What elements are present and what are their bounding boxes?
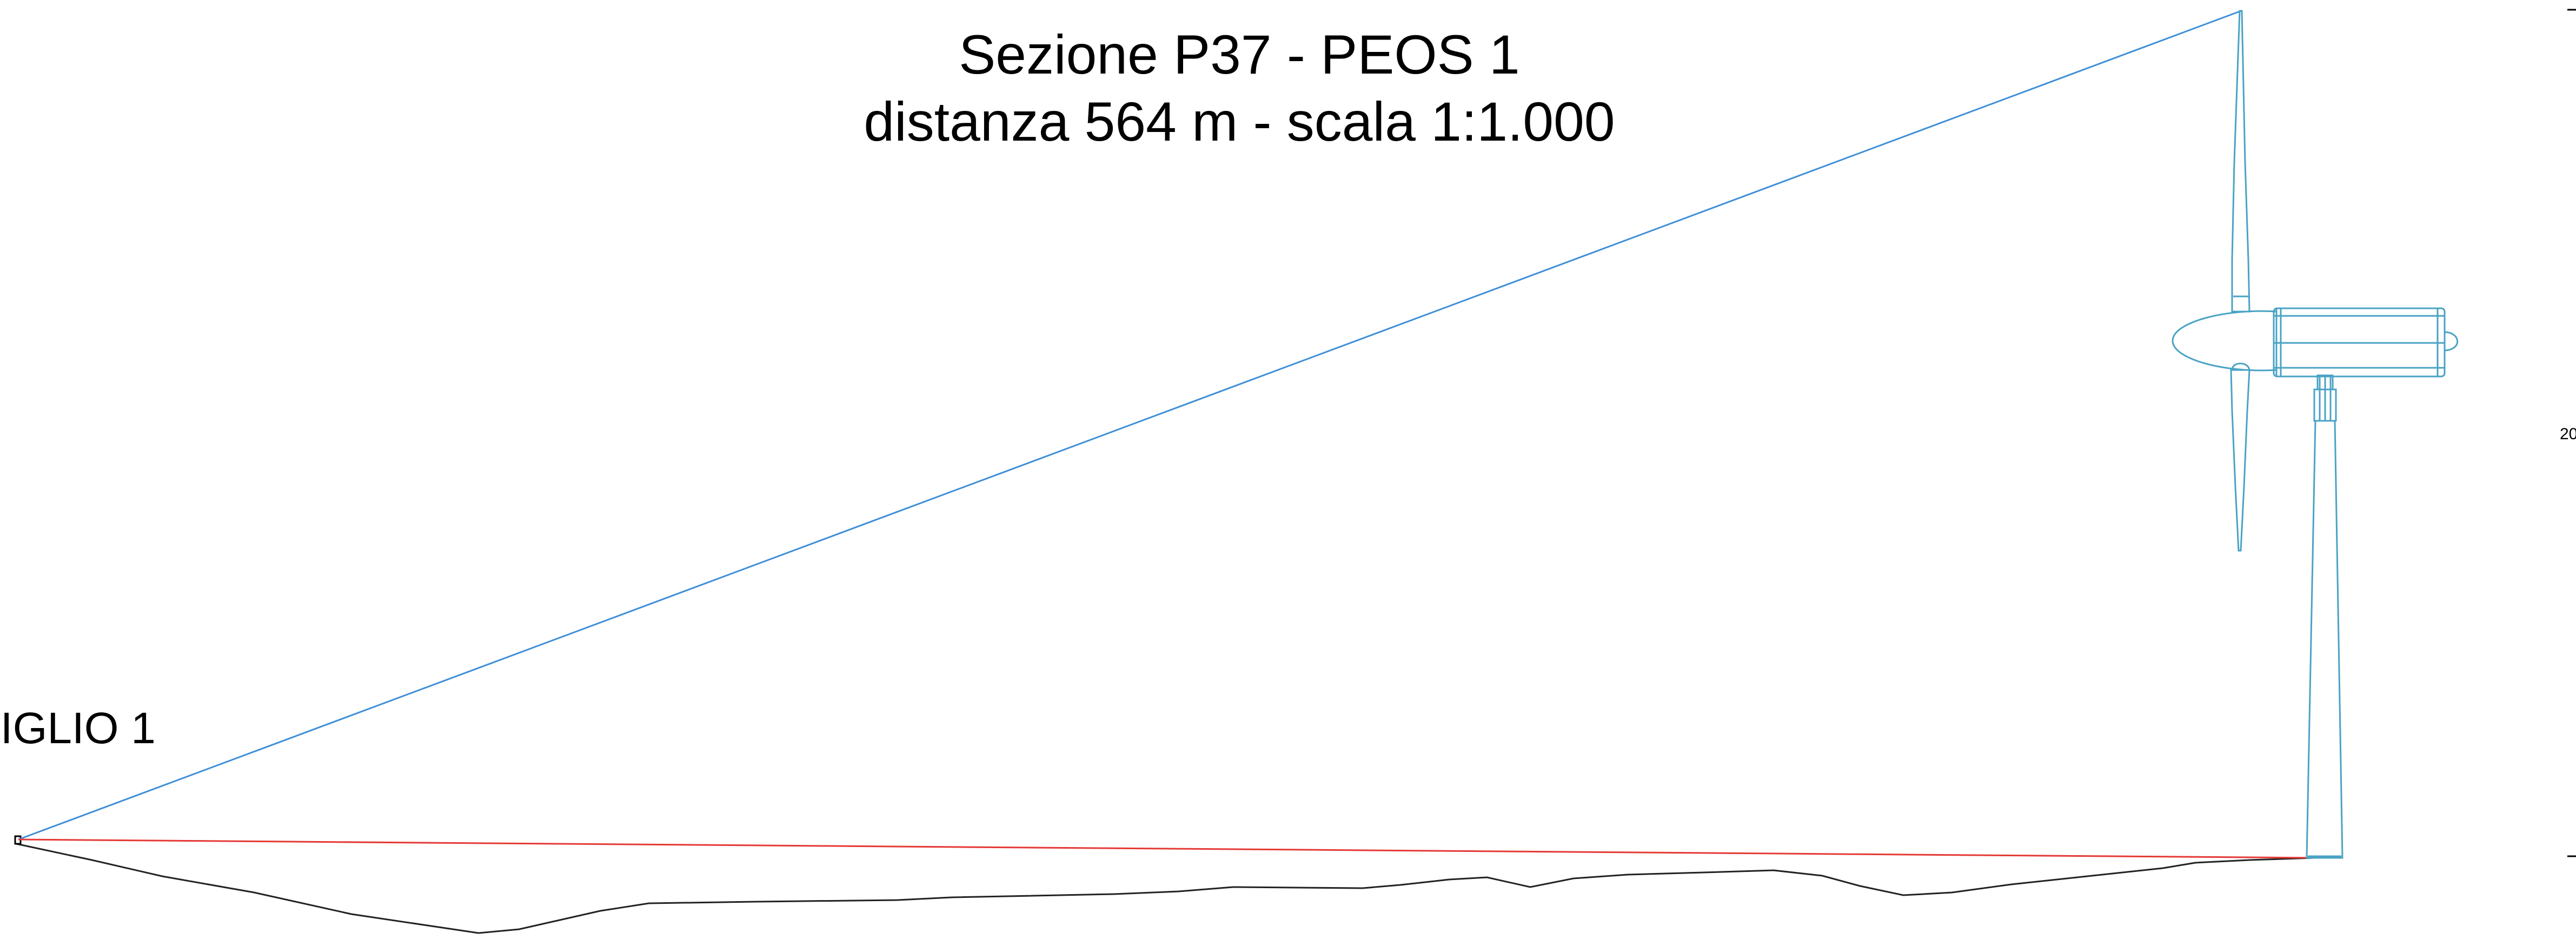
scale-tick-label: 20 [2560, 425, 2576, 443]
sight-line-to-base [18, 838, 2315, 859]
terrain-profile [16, 843, 2339, 934]
turbine-spinner [2172, 310, 2278, 372]
turbine-blade-lower [2230, 369, 2250, 552]
wind-turbine [2172, 10, 2459, 859]
observer-point-label: IIGLIO 1 [0, 704, 156, 753]
turbine-tower [2306, 420, 2343, 859]
turbine-blade-upper [2231, 10, 2250, 313]
section-subtitle: distanza 564 m - scala 1:1.000 [864, 91, 1615, 153]
turbine-rear-cap [2444, 331, 2459, 352]
sight-line-to-tip [18, 10, 2242, 841]
scale-ruler [2567, 9, 2576, 857]
section-title: Sezione P37 - PEOS 1 [959, 24, 1520, 85]
